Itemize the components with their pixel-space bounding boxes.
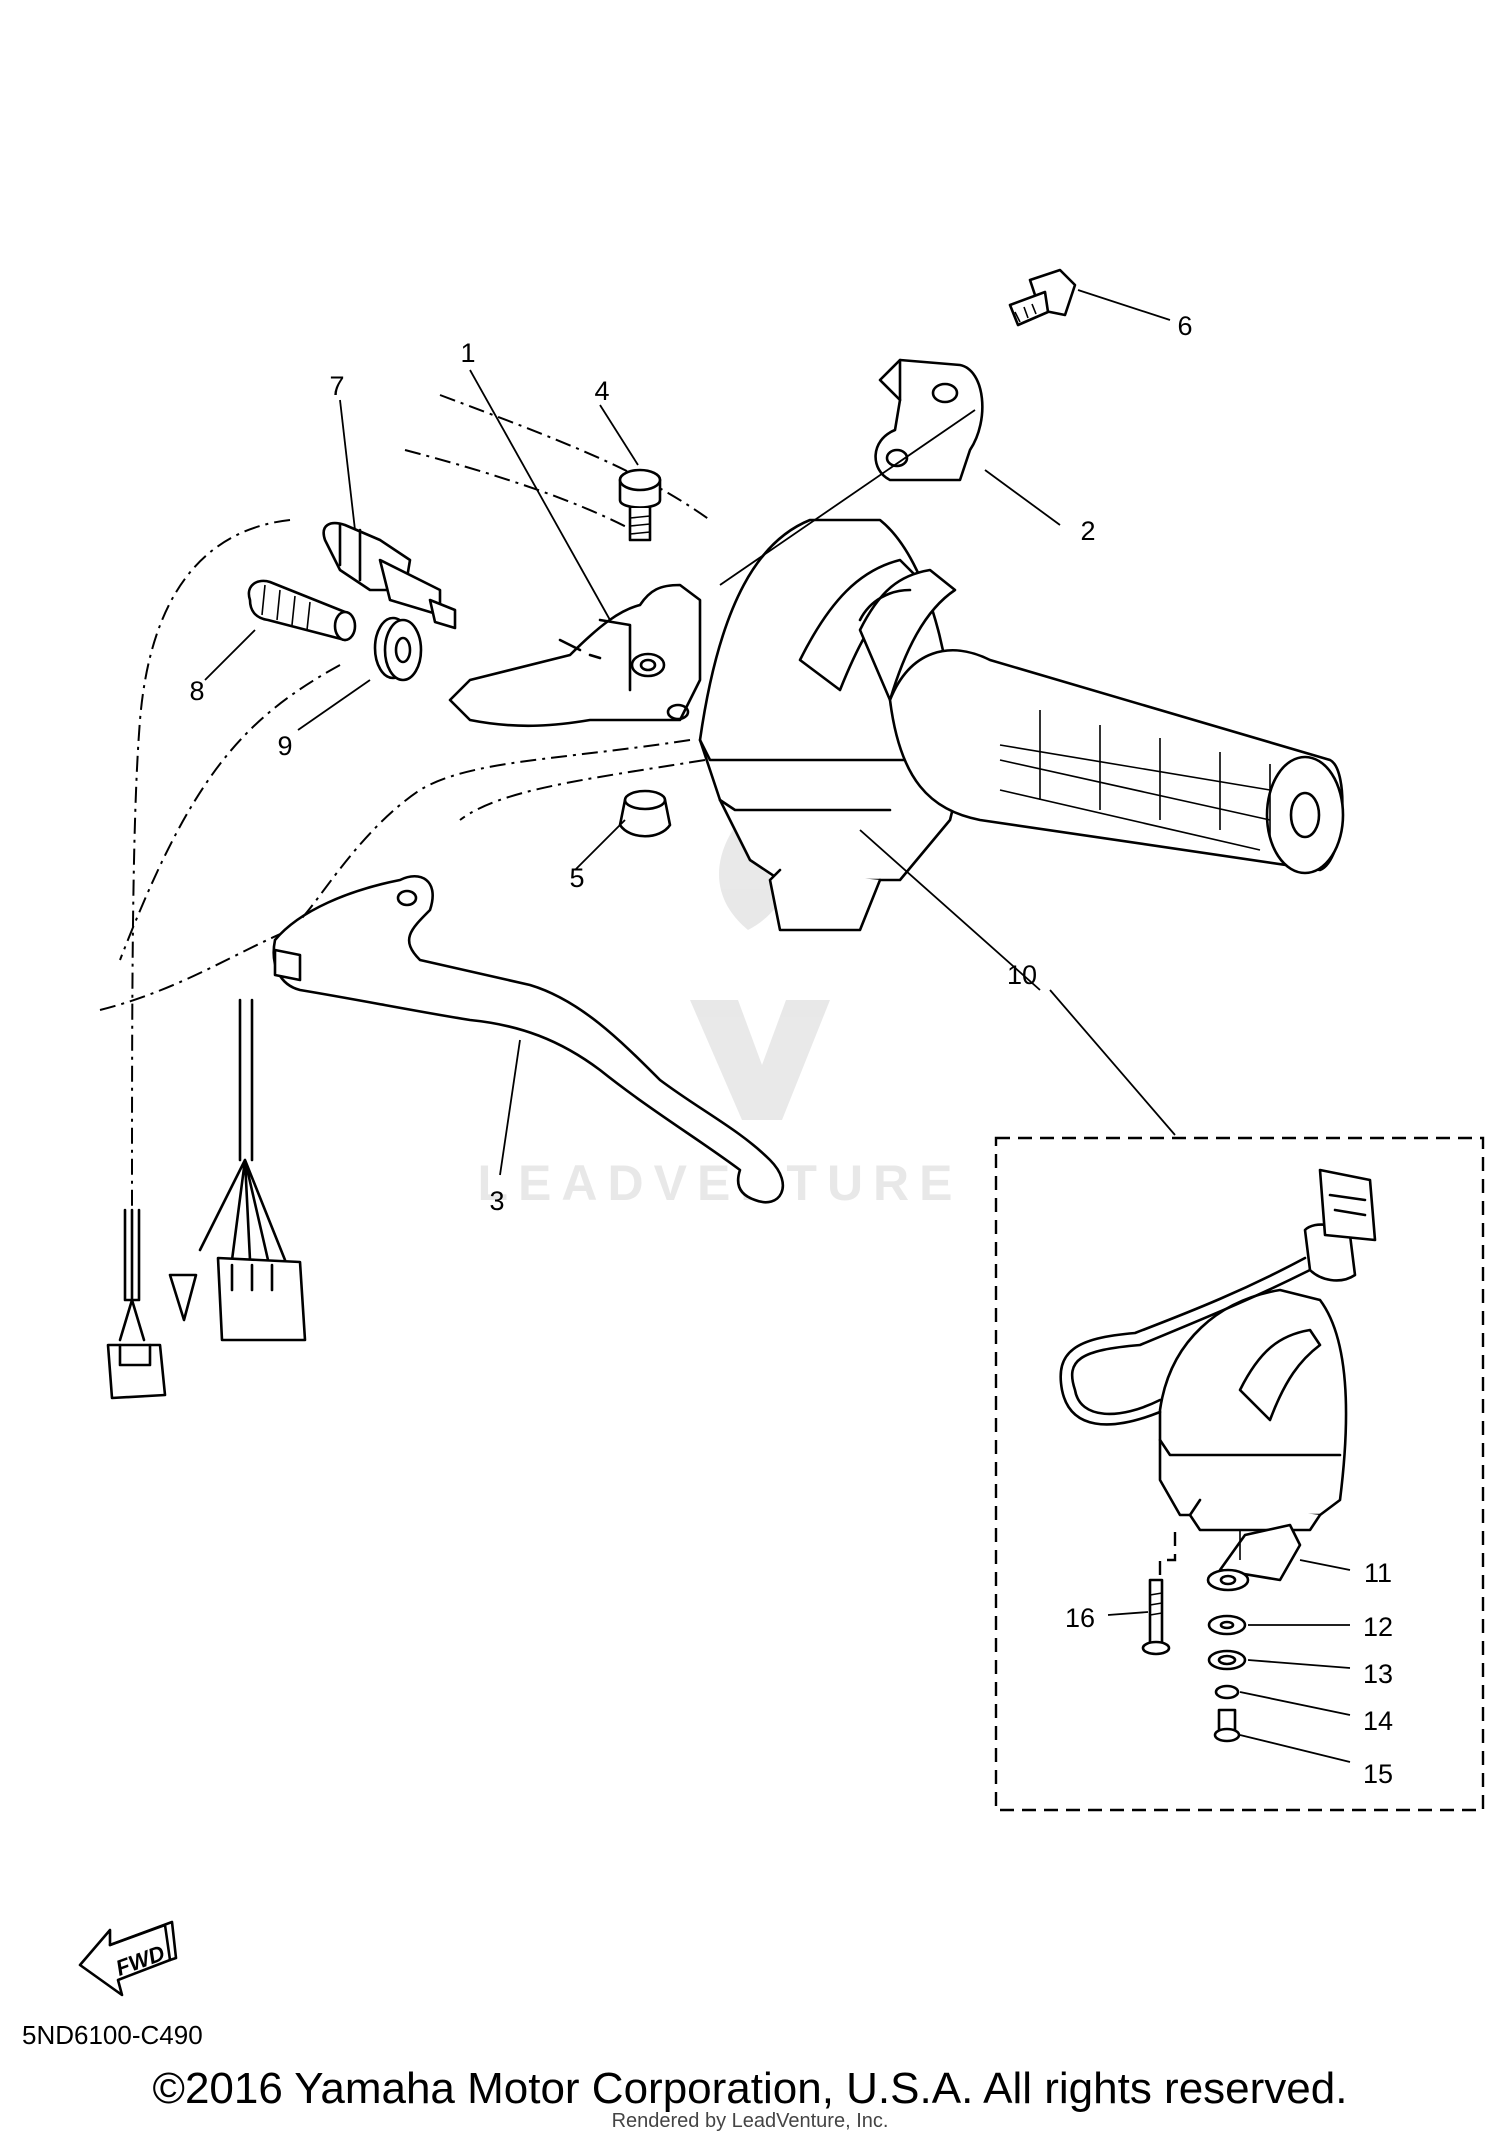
adjuster-8 [247,579,357,642]
callout-10: 10 [1007,960,1037,990]
callout-14: 14 [1363,1706,1393,1736]
handlebar-grip [888,649,1345,875]
callout-1: 1 [460,338,475,368]
callout-2: 2 [1080,516,1095,546]
callout-11: 11 [1364,1558,1392,1588]
clamp [874,358,984,482]
watermark-text: LEADVENTURE [477,1155,962,1211]
callout-15: 15 [1363,1759,1393,1789]
callout-5: 5 [569,863,584,893]
handlebar-phantom [99,394,711,1011]
detail-parts [1141,1523,1302,1743]
detail-switch [1059,1168,1377,1532]
leader-lines [204,289,1351,1763]
callout-4: 4 [594,376,609,406]
callout-13: 13 [1363,1659,1393,1689]
callout-7: 7 [329,371,344,401]
connector-right [168,998,307,1342]
connector-left [106,1208,167,1400]
lever-holder [448,583,702,728]
locknut-9 [373,616,423,682]
callout-16: 16 [1065,1603,1095,1633]
switch-housing [698,518,957,932]
callout-6: 6 [1177,311,1192,341]
callout-8: 8 [189,676,204,706]
callout-3: 3 [489,1186,504,1216]
switch-7 [322,521,457,630]
lever [272,874,785,1204]
copyright-notice: ©2016 Yamaha Motor Corporation, U.S.A. A… [152,2064,1348,2113]
cable-phantom [131,519,291,1211]
callout-12: 12 [1363,1612,1393,1642]
callout-9: 9 [277,731,292,761]
callouts: 1 2 3 4 5 6 7 8 9 10 11 12 13 14 15 16 [189,311,1393,1789]
bolt-4 [618,468,662,542]
lever-phantom [299,739,706,921]
diagram-code: 5ND6100-C490 [22,2020,203,2050]
bolt-6 [1008,268,1077,327]
detail-box [994,1136,1485,1812]
fwd-arrow-icon: FWD [78,1920,178,1997]
nut-5 [618,789,672,838]
rendered-by-notice: Rendered by LeadVenture, Inc. [611,2110,889,2132]
